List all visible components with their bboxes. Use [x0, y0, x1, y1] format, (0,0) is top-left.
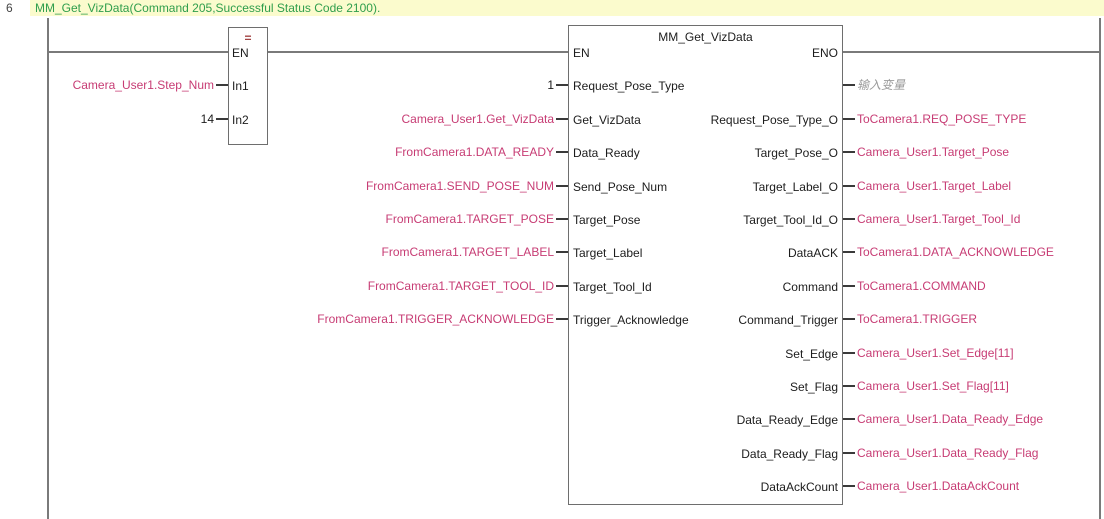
- fb-output-connector: [843, 352, 855, 354]
- fb-input-connector: [556, 185, 568, 187]
- fb-output-pin-request_pose_type_o: Request_Pose_Type_O: [710, 113, 838, 127]
- fb-output-connector: [843, 285, 855, 287]
- eq-block-operator: =: [244, 31, 252, 45]
- fb-output-connector: [843, 118, 855, 120]
- fb-output-connector: [843, 185, 855, 187]
- fb-output-connector: [843, 418, 855, 420]
- fb-output-operand-set_flag[interactable]: Camera_User1.Set_Flag[11]: [857, 379, 1009, 393]
- fb-input-pin-send_pose_num: Send_Pose_Num: [573, 180, 668, 194]
- eq-pin-in2: In2: [232, 113, 249, 127]
- fb-output-operand-data_ready_flag[interactable]: Camera_User1.Data_Ready_Flag: [857, 446, 1039, 460]
- fb-input-pin-data_ready: Data_Ready: [573, 146, 640, 160]
- fb-en-label: EN: [573, 46, 590, 60]
- fb-output-connector: [843, 84, 855, 86]
- fb-output-pin-set_edge: Set_Edge: [785, 347, 838, 361]
- fb-input-pin-request_pose_type: Request_Pose_Type: [573, 79, 685, 93]
- fb-output-operand-command_trigger[interactable]: ToCamera1.TRIGGER: [857, 312, 978, 326]
- network-comment[interactable]: MM_Get_VizData(Command 205,Successful St…: [30, 0, 1104, 16]
- fb-output-operand-target_label_o[interactable]: Camera_User1.Target_Label: [857, 179, 1012, 193]
- fb-input-pin-target_tool_id: Target_Tool_Id: [573, 280, 652, 294]
- eq-input-connector: [216, 84, 228, 86]
- wire-eq-to-fb: [268, 51, 568, 53]
- fb-input-pin-get_vizdata: Get_VizData: [573, 113, 641, 127]
- fb-input-pin-target_pose: Target_Pose: [573, 213, 641, 227]
- fb-output-pin-dataackcount: DataAckCount: [760, 480, 838, 494]
- fb-output-operand-request_pose_type_o[interactable]: ToCamera1.REQ_POSE_TYPE: [857, 112, 1027, 126]
- eq-block-en-label: EN: [232, 46, 249, 60]
- fb-input-pin-trigger_acknowledge: Trigger_Acknowledge: [573, 313, 689, 327]
- fb-input-connector: [556, 285, 568, 287]
- fb-output-pin-target_tool_id_o: Target_Tool_Id_O: [743, 213, 838, 227]
- wire-fb-to-rail: [843, 51, 1100, 53]
- fb-input-operand-get_vizdata[interactable]: Camera_User1.Get_VizData: [401, 112, 554, 126]
- fb-output-pin-target_pose_o: Target_Pose_O: [754, 146, 838, 160]
- eq-input-connector: [216, 118, 228, 120]
- left-power-rail: [47, 18, 49, 519]
- fb-output-connector: [843, 218, 855, 220]
- fb-input-operand-target_pose[interactable]: FromCamera1.TARGET_POSE: [385, 212, 554, 226]
- fb-output-connector: [843, 385, 855, 387]
- fb-input-connector: [556, 318, 568, 320]
- fb-output-pin-command: Command: [782, 280, 838, 294]
- fb-output-pin-data_ready_flag: Data_Ready_Flag: [741, 447, 838, 461]
- fb-output-pin-set_flag: Set_Flag: [789, 380, 838, 394]
- fb-input-operand-send_pose_num[interactable]: FromCamera1.SEND_POSE_NUM: [365, 179, 554, 193]
- fb-eno-label: ENO: [811, 46, 838, 60]
- fb-output-pin-dataack: DataACK: [787, 246, 838, 260]
- fb-input-operand-data_ready[interactable]: FromCamera1.DATA_READY: [395, 145, 554, 159]
- fb-input-operand-target_tool_id[interactable]: FromCamera1.TARGET_TOOL_ID: [367, 279, 554, 293]
- right-power-rail: [1099, 18, 1101, 519]
- fb-output-operand-dataackcount[interactable]: Camera_User1.DataAckCount: [857, 479, 1020, 493]
- fb-output-operand-dataack[interactable]: ToCamera1.DATA_ACKNOWLEDGE: [857, 245, 1054, 259]
- fb-block-title: MM_Get_VizData: [658, 30, 753, 44]
- fb-input-connector: [556, 218, 568, 220]
- fb-input-connector: [556, 118, 568, 120]
- eq-pin-in1: In1: [232, 79, 249, 93]
- fb-input-connector: [556, 84, 568, 86]
- wire-rail-to-eq: [48, 51, 228, 53]
- fb-output-pin-data_ready_edge: Data_Ready_Edge: [736, 413, 838, 427]
- fb-input-operand-target_label[interactable]: FromCamera1.TARGET_LABEL: [381, 245, 555, 259]
- fb-output-operand-target_pose_o[interactable]: Camera_User1.Target_Pose: [857, 145, 1010, 159]
- fb-output-operand-command[interactable]: ToCamera1.COMMAND: [857, 279, 986, 293]
- fb-input-connector: [556, 251, 568, 253]
- fb-output-connector: [843, 485, 855, 487]
- fb-output-connector: [843, 452, 855, 454]
- fb-output-ghost-operand[interactable]: 输入变量: [857, 78, 906, 92]
- fb-output-pin-command_trigger: Command_Trigger: [738, 313, 838, 327]
- fb-output-pin-target_label_o: Target_Label_O: [752, 180, 838, 194]
- fb-output-connector: [843, 251, 855, 253]
- network-number[interactable]: 6: [6, 1, 13, 15]
- fb-output-connector: [843, 151, 855, 153]
- fb-output-operand-set_edge[interactable]: Camera_User1.Set_Edge[11]: [857, 346, 1014, 360]
- fb-input-connector: [556, 151, 568, 153]
- fb-input-operand-request_pose_type[interactable]: 1: [547, 78, 554, 92]
- fb-output-connector: [843, 318, 855, 320]
- fb-input-operand-trigger_acknowledge[interactable]: FromCamera1.TRIGGER_ACKNOWLEDGE: [317, 312, 554, 326]
- fb-input-pin-target_label: Target_Label: [573, 246, 643, 260]
- fb-output-operand-data_ready_edge[interactable]: Camera_User1.Data_Ready_Edge: [857, 412, 1044, 426]
- eq-operand-in1[interactable]: Camera_User1.Step_Num: [72, 78, 214, 92]
- eq-operand-in2[interactable]: 14: [200, 112, 214, 126]
- fb-output-operand-target_tool_id_o[interactable]: Camera_User1.Target_Tool_Id: [857, 212, 1021, 226]
